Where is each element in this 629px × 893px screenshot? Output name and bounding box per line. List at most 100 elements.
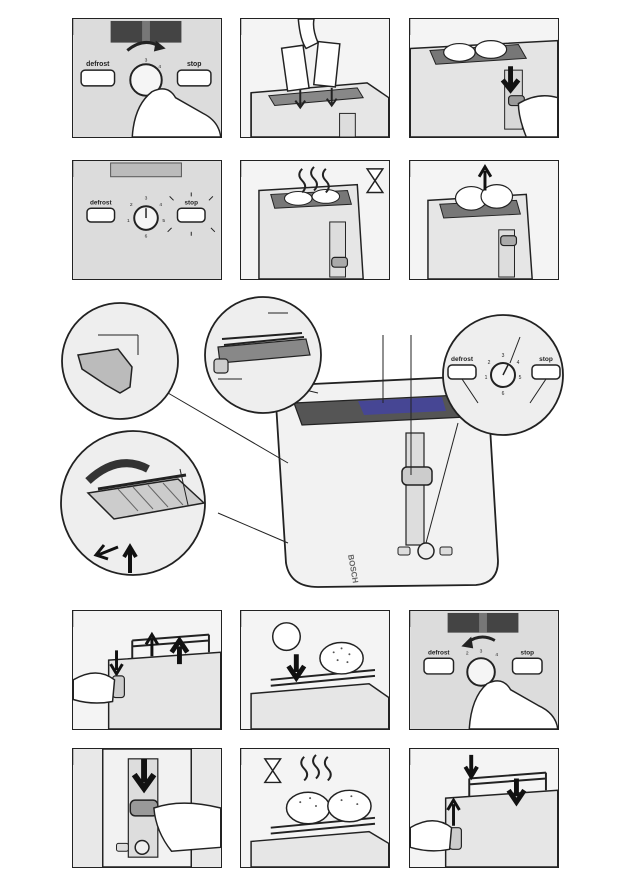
step-panel-4-stop-lights: defrost stop 3 2 4 1 5 6	[72, 160, 222, 280]
bread-slice-icon	[480, 184, 514, 209]
hand-icon	[468, 680, 558, 729]
down-arrow-icon	[500, 66, 521, 94]
bun-warmer-lever[interactable]	[213, 358, 229, 374]
bread-slice-icon	[280, 44, 310, 92]
dial-number-4: 4	[158, 64, 161, 70]
browning-dial[interactable]	[133, 205, 159, 231]
down-arrow-icon	[109, 650, 124, 677]
browning-dial[interactable]	[466, 657, 496, 687]
browning-dial[interactable]	[129, 63, 163, 97]
bread-roll-icon	[327, 789, 372, 823]
bread-slice-icon	[312, 40, 341, 88]
up-arrow-icon	[169, 636, 190, 665]
fold-arrow-icon	[85, 459, 150, 484]
dial-number-2: 2	[488, 360, 491, 366]
defrost-button[interactable]	[80, 69, 116, 87]
up-arrow-icon	[144, 631, 160, 657]
dial-number-2: 2	[130, 202, 133, 208]
down-arrow-icon	[294, 89, 306, 110]
stop-label: stop	[521, 649, 535, 656]
step-panel-3-press-lever	[409, 18, 559, 138]
toast-lever[interactable]	[500, 235, 518, 247]
defrost-label: defrost	[451, 356, 474, 363]
crumb-tray-icon	[77, 348, 133, 394]
browning-dial-small[interactable]	[417, 542, 435, 560]
down-arrow-icon	[286, 654, 307, 683]
rotate-arrow-icon	[153, 40, 166, 52]
stop-button[interactable]	[531, 364, 561, 380]
stop-button[interactable]	[511, 657, 543, 675]
dial-number-6: 6	[502, 391, 505, 397]
up-arrow-icon	[122, 543, 138, 573]
stop-label: stop	[185, 199, 199, 206]
defrost-button-small[interactable]	[116, 842, 129, 852]
dial-number-1: 1	[127, 218, 130, 224]
step-panel-5-toasting	[240, 160, 390, 280]
hand-icon	[271, 622, 301, 652]
toaster-overview-illustration: BOSCH defrost stop 3 2 4 1 5 6	[60, 296, 564, 588]
step-panel-9-set-dial: defrost stop 2 3 4	[409, 610, 559, 730]
bread-slice-icon	[443, 42, 476, 62]
toast-lever[interactable]	[401, 466, 433, 486]
defrost-button[interactable]	[86, 207, 116, 223]
stop-button[interactable]	[176, 207, 206, 223]
defrost-button[interactable]	[447, 364, 477, 380]
dial-number-4: 4	[517, 360, 520, 366]
dial-number-1: 1	[485, 375, 488, 381]
down-arrow-icon	[463, 754, 479, 781]
stop-button-small[interactable]	[439, 546, 453, 556]
dial-number-3: 3	[145, 57, 148, 63]
hand-icon	[297, 19, 319, 50]
bun-warmer-rack-icon	[131, 633, 210, 659]
hourglass-icon	[365, 168, 385, 194]
dial-number-6: 6	[145, 234, 148, 240]
lever-slot	[405, 432, 425, 546]
stop-button[interactable]	[176, 69, 212, 87]
steam-icon	[298, 166, 330, 194]
bun-warmer-rack-icon	[270, 669, 376, 687]
hourglass-icon	[263, 758, 282, 784]
bread-slice-icon	[284, 190, 313, 206]
defrost-label: defrost	[86, 61, 110, 68]
step-panel-8-place-buns	[240, 610, 390, 730]
up-arrow-icon	[446, 797, 461, 826]
dial-number-3: 3	[145, 195, 148, 201]
hand-icon	[73, 672, 116, 704]
dial-number-5: 5	[519, 375, 522, 381]
dial-number-4: 4	[495, 652, 498, 658]
dial-number-3: 3	[480, 648, 483, 654]
down-arrow-icon	[325, 87, 338, 108]
hand-icon	[517, 94, 558, 137]
step-panel-6-pop-up	[409, 160, 559, 280]
step-panel-1-select-setting: defrost stop 3 4	[72, 18, 222, 138]
defrost-button-small[interactable]	[397, 546, 411, 556]
dial-number-5: 5	[162, 218, 165, 224]
dial-number-4: 4	[159, 202, 162, 208]
step-panel-7-raise-bun-warmer	[72, 610, 222, 730]
dial-number-3: 3	[502, 353, 505, 359]
down-arrow-icon	[506, 778, 527, 807]
bread-roll-icon	[285, 791, 331, 825]
toast-lever[interactable]	[331, 256, 349, 268]
up-arrow-icon	[477, 164, 493, 191]
steam-icon	[300, 754, 332, 782]
defrost-label: defrost	[428, 649, 450, 656]
browning-dial-small[interactable]	[134, 839, 150, 855]
defrost-button[interactable]	[423, 657, 455, 675]
bread-roll-icon	[319, 641, 364, 675]
stop-label: stop	[539, 356, 553, 363]
left-arrow-icon	[93, 544, 119, 561]
stop-label: stop	[187, 61, 202, 68]
bun-warmer-rack-icon	[468, 771, 547, 797]
dial-number-2: 2	[466, 650, 469, 656]
bun-warmer-rack-icon	[221, 332, 305, 346]
bread-slice-icon	[474, 40, 508, 59]
step-panel-12-lower-bun-warmer	[409, 748, 559, 868]
rotate-arrow-icon	[461, 636, 474, 649]
step-panel-10-press-lever	[72, 748, 222, 868]
step-panel-2-insert-bread	[240, 18, 390, 138]
step-panel-11-warming-buns	[240, 748, 390, 868]
hand-icon	[410, 820, 453, 852]
defrost-label: defrost	[90, 199, 112, 206]
bread-slice-icon	[311, 189, 341, 204]
